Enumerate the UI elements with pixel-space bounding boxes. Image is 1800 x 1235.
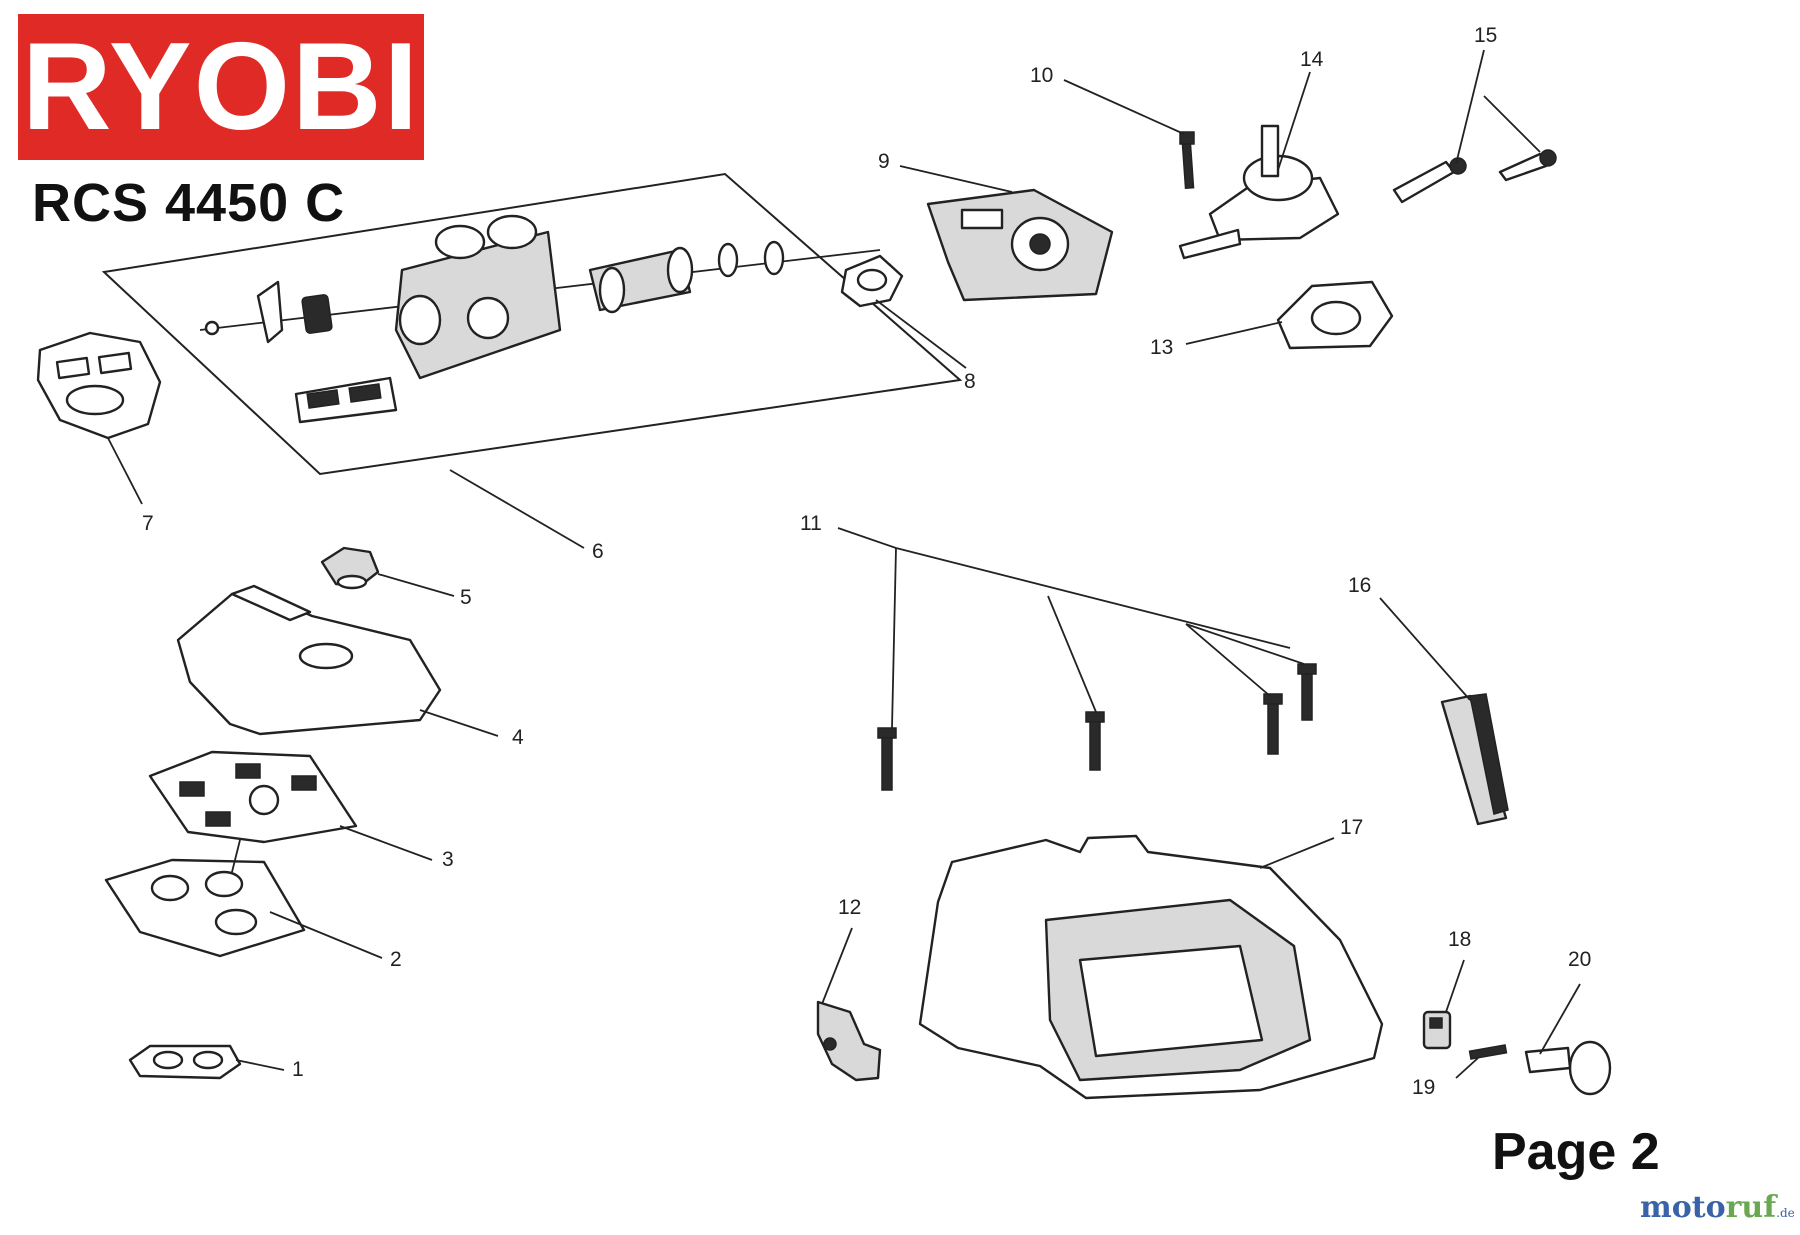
callout-20: 20 — [1568, 948, 1591, 971]
brand-logo-text: RYOBI — [21, 18, 421, 156]
part-6-cylinder-group — [199, 214, 881, 424]
watermark-part2: ruf — [1725, 1190, 1777, 1225]
callout-4: 4 — [512, 726, 524, 749]
callout-14: 14 — [1300, 48, 1324, 71]
part-17-engine-cover — [918, 834, 1384, 1100]
part-9-carburetor — [926, 188, 1114, 302]
callout-11: 11 — [800, 512, 822, 535]
callout-6: 6 — [592, 540, 604, 563]
part-5-knob — [320, 546, 380, 590]
part-1-gasket — [128, 1044, 242, 1080]
brand-logo: RYOBI — [18, 14, 424, 160]
part-8-insulator — [840, 254, 904, 308]
page-label: Page 2 — [1492, 1123, 1660, 1181]
callout-3: 3 — [442, 848, 454, 871]
part-15-levers — [1392, 149, 1557, 204]
part-13-adapter — [1276, 280, 1394, 350]
watermark: motoruf.de — [1640, 1190, 1795, 1225]
part-3-filter — [148, 750, 358, 844]
watermark-suffix: .de — [1776, 1206, 1795, 1220]
part-10-screw — [1179, 131, 1195, 190]
callout-2: 2 — [390, 948, 402, 971]
callout-10: 10 — [1030, 64, 1053, 87]
callout-13: 13 — [1150, 336, 1173, 359]
callout-17: 17 — [1340, 816, 1363, 839]
part-16-bar — [1440, 693, 1509, 826]
part-19-pin — [1468, 1044, 1508, 1060]
callout-19: 19 — [1412, 1076, 1435, 1099]
assembly-frame-6 — [101, 172, 963, 476]
part-20-cap — [1524, 1040, 1612, 1096]
callout-15: 15 — [1474, 24, 1497, 47]
watermark-part1: moto — [1640, 1190, 1726, 1225]
model-number: RCS 4450 C — [32, 173, 346, 233]
callout-9: 9 — [878, 150, 890, 173]
part-14-intake — [1178, 124, 1340, 260]
callout-18: 18 — [1448, 928, 1471, 951]
part-11-screws — [877, 663, 1317, 791]
callout-5: 5 — [460, 586, 472, 609]
callout-12: 12 — [838, 896, 861, 919]
part-2-filter-base — [104, 858, 306, 958]
callout-7: 7 — [142, 512, 154, 535]
part-18-clip — [1422, 1010, 1452, 1050]
callout-8: 8 — [964, 370, 976, 393]
callout-1: 1 — [292, 1058, 304, 1081]
callout-16: 16 — [1348, 574, 1371, 597]
part-4-filter-cover — [176, 584, 442, 736]
leader-lines — [107, 49, 1581, 1079]
part-12-bracket — [816, 1000, 882, 1082]
part-7-gasket — [36, 331, 162, 440]
